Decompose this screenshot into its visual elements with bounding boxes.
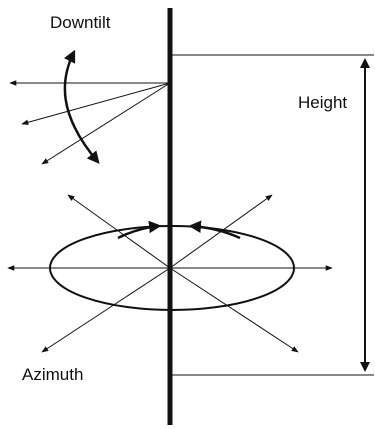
azimuth-ray-northwest xyxy=(67,194,171,269)
azimuth-ellipse xyxy=(49,225,295,311)
height-label: Height xyxy=(298,93,347,112)
azimuth-rotation-arrow-right xyxy=(188,220,241,240)
height-label-background xyxy=(296,88,358,114)
azimuth-ray-southwest xyxy=(41,267,171,353)
downtilt-ray-lower xyxy=(41,82,171,165)
azimuth-rotation-arrow-left xyxy=(117,220,162,240)
height-dimension xyxy=(172,54,374,376)
azimuth-ray-southeast xyxy=(169,267,299,353)
azimuth-rays xyxy=(7,194,333,353)
azimuth-label: Azimuth xyxy=(22,365,83,384)
downtilt-ray-middle xyxy=(21,82,171,126)
downtilt-label: Downtilt xyxy=(50,13,111,32)
downtilt-curved-arrow xyxy=(63,49,100,164)
